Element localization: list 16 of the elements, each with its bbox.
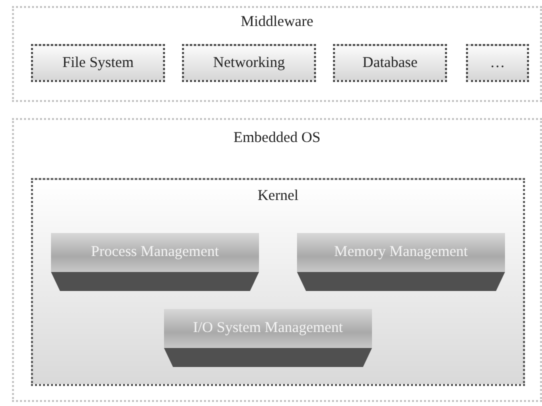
layer-title: Kernel [256,188,300,205]
kernel-panel [31,178,525,386]
module-box: Database [333,44,447,82]
module-box: File System [31,44,165,82]
layer-title: Middleware [240,14,314,31]
layer-panel [12,6,542,102]
component-block [297,233,505,291]
layer-title: Embedded OS [232,130,322,147]
block-label: I/O System Management [164,309,372,348]
component-block [164,309,372,367]
layer-panel [12,118,542,402]
block-label: Memory Management [297,233,505,272]
module-box: … [466,44,529,82]
module-box: Networking [182,44,316,82]
block-label: Process Management [51,233,259,272]
component-block [51,233,259,291]
